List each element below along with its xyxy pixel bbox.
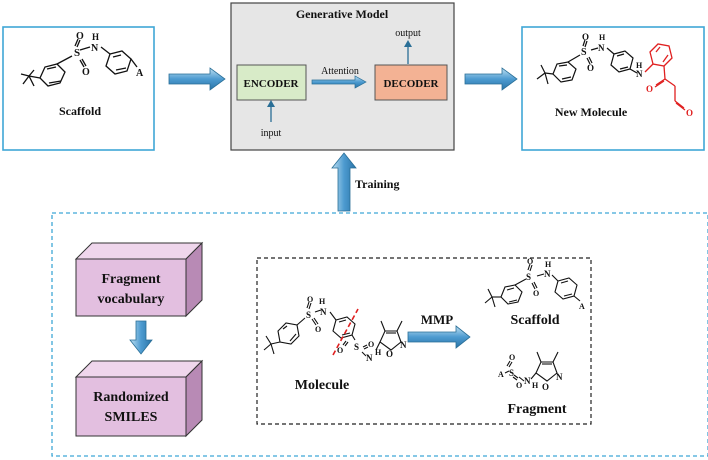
new-atom-n2: N	[636, 69, 643, 79]
new-atom-o-bottom: O	[587, 63, 594, 73]
scaffold-atom-o-top: O	[76, 31, 84, 42]
molecule-label: Molecule	[295, 378, 349, 393]
fragment-label: Fragment	[507, 402, 566, 417]
bottom-scaffold-atom-s: S	[526, 272, 531, 282]
fragment-atom-s: S	[509, 368, 514, 378]
molecule-atom-s2: S	[354, 342, 359, 352]
molecule-atom-h: H	[319, 297, 326, 306]
decoder-label: DECODER	[383, 78, 439, 90]
fragment-vocabulary-line1: Fragment	[101, 272, 160, 287]
fragment-atom-a: A	[498, 370, 504, 379]
new-molecule-scaffold-structure	[536, 39, 638, 85]
cleavage-cut-line	[332, 308, 359, 356]
bottom-scaffold-label: Scaffold	[511, 313, 560, 328]
new-atom-o-ald: O	[686, 108, 693, 118]
scaffold-label: Scaffold	[59, 104, 101, 118]
new-molecule-panel	[521, 26, 705, 151]
output-arrowhead	[404, 40, 412, 47]
encoder-box	[236, 64, 307, 101]
fragment-atom-n: N	[524, 376, 531, 386]
scaffold-atom-n: N	[91, 43, 99, 54]
scaffold-panel	[2, 26, 155, 151]
training-label: Training	[355, 177, 399, 191]
molecule-atom-n: N	[320, 307, 327, 317]
encoder-label: ENCODER	[243, 78, 299, 90]
arrow-attention	[311, 75, 367, 89]
new-atom-o-top: O	[582, 32, 589, 42]
molecule-atom-n3: N	[400, 340, 407, 350]
molecule-atom-h2: H	[375, 348, 382, 357]
new-atom-s: S	[581, 47, 587, 58]
arrow-scaffold-to-model	[168, 67, 226, 91]
new-fragment-structure	[644, 43, 686, 111]
fragment-atom-o-top: O	[509, 353, 515, 362]
scaffold-atom-s: S	[74, 47, 80, 59]
fragment-atom-n2: N	[556, 372, 563, 382]
bottom-scaffold-structure	[484, 263, 581, 308]
generative-model-title: Generative Model	[296, 7, 389, 21]
molecule-atom-o1a: O	[307, 295, 313, 304]
training-data-panel	[51, 212, 708, 457]
mmp-label: MMP	[421, 312, 454, 327]
attention-label: Attention	[321, 66, 359, 77]
bottom-scaffold-atom-a: A	[579, 302, 585, 311]
scaffold-atom-h: H	[92, 32, 99, 42]
molecule-atom-o2a: O	[337, 346, 343, 355]
arrow-training	[331, 152, 357, 212]
decoder-box	[374, 64, 448, 101]
new-molecule-label: New Molecule	[555, 105, 628, 119]
scaffold-structure	[20, 38, 138, 87]
molecule-atom-n2: N	[366, 353, 373, 363]
input-arrowhead	[267, 100, 275, 107]
molecule-atom-o2b: O	[368, 340, 374, 349]
randomized-smiles-box	[74, 359, 204, 438]
molecule-atom-s1: S	[306, 310, 311, 320]
new-atom-n1: N	[598, 43, 605, 53]
scaffold-atom-o-bottom: O	[82, 67, 90, 78]
input-label: input	[261, 128, 282, 139]
bottom-scaffold-atom-h: H	[545, 260, 552, 269]
fragment-atom-h: H	[532, 381, 539, 390]
arrow-model-to-new	[464, 67, 518, 91]
fragment-atom-o-bottom: O	[516, 381, 522, 390]
molecule-structure	[263, 301, 403, 357]
molecule-atom-o1b: O	[315, 325, 321, 334]
fragment-atom-o: O	[542, 382, 549, 392]
new-atom-o-ketone: O	[646, 84, 653, 94]
scaffold-atom-a: A	[136, 68, 144, 79]
arrow-vocab-to-smiles	[129, 320, 153, 355]
mmp-panel	[256, 257, 592, 425]
arrow-mmp	[407, 325, 471, 349]
bottom-scaffold-atom-o-bottom: O	[533, 289, 539, 298]
fragment-vocabulary-line2: vocabulary	[98, 292, 165, 307]
bottom-scaffold-atom-o-top: O	[527, 257, 533, 266]
fragment-structure	[504, 351, 559, 382]
bottom-scaffold-atom-n: N	[544, 269, 551, 279]
molecule-atom-o3: O	[386, 349, 393, 359]
new-atom-h2: H	[636, 61, 643, 70]
fragment-vocabulary-box	[74, 241, 204, 318]
new-atom-h1: H	[599, 33, 606, 42]
randomized-smiles-line2: SMILES	[105, 410, 158, 425]
randomized-smiles-line1: Randomized	[93, 390, 169, 405]
output-label: output	[395, 28, 421, 39]
